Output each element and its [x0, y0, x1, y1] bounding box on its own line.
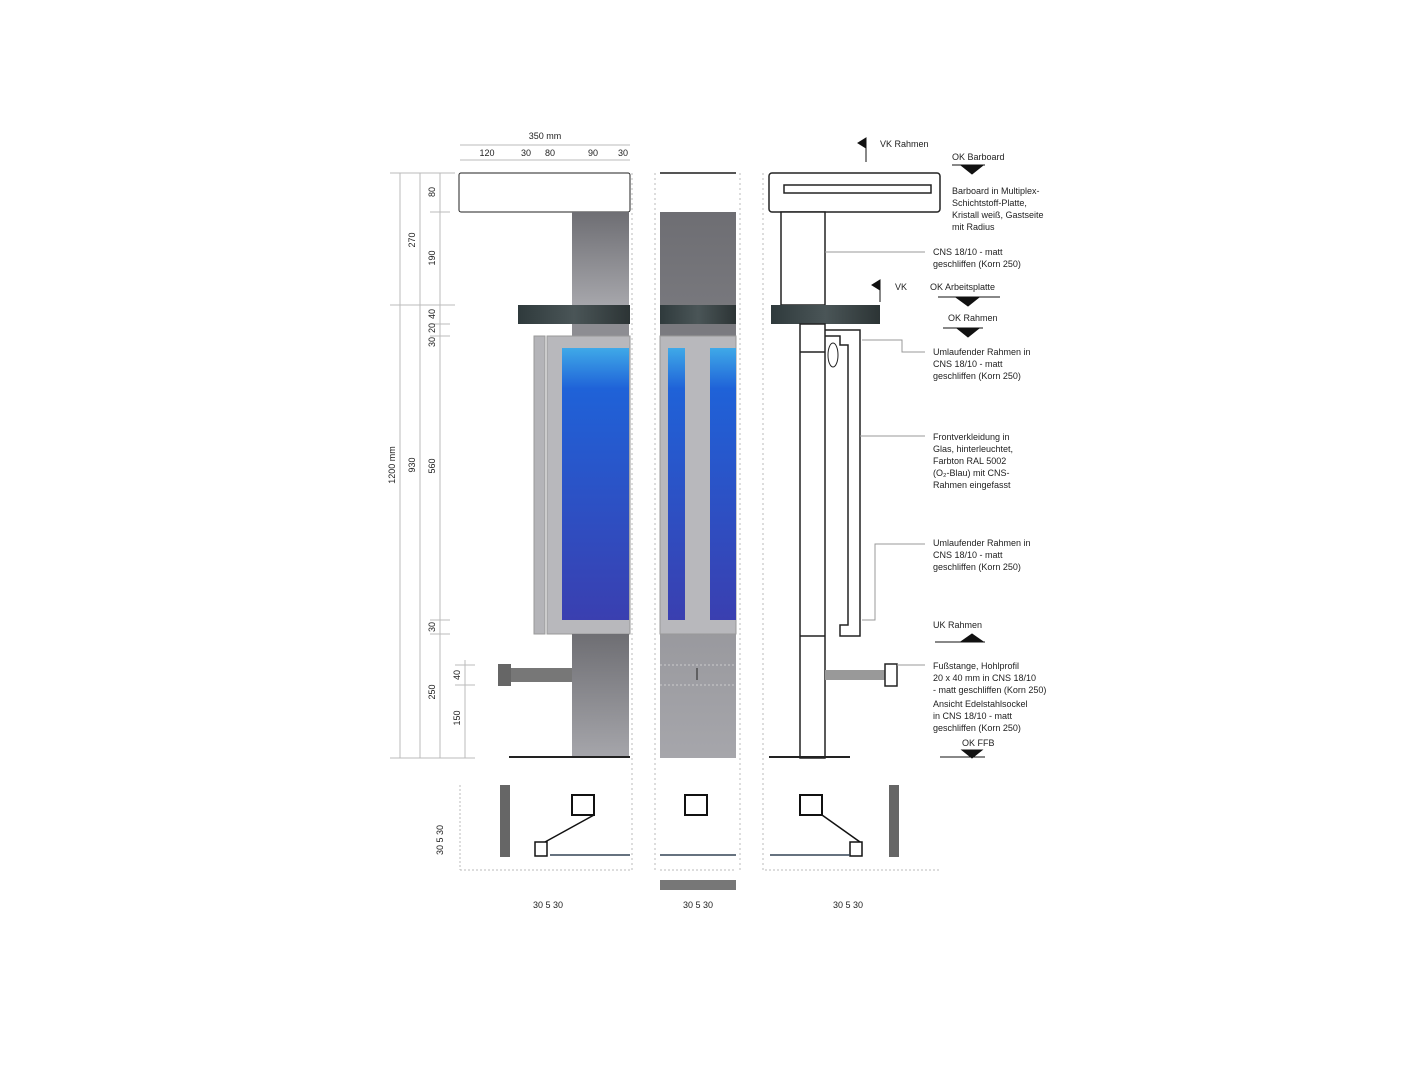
dim-foot-bar: 150	[452, 710, 462, 725]
barboard	[458, 172, 631, 213]
note-line: Ansicht Edelstahlsockel	[933, 699, 1028, 709]
note-line: geschliffen (Korn 250)	[933, 259, 1021, 269]
dim-height: 20	[427, 323, 437, 333]
note-line: in CNS 18/10 - matt	[933, 711, 1013, 721]
worktop	[518, 305, 630, 324]
front-view	[458, 172, 631, 758]
dim-height: 40	[427, 309, 437, 319]
dim-section-horizontal: 30 5 30	[533, 900, 563, 910]
note-line: CNS 18/10 - matt	[933, 247, 1003, 257]
dim-height: 560	[427, 458, 437, 473]
note-line: CNS 18/10 - matt	[933, 550, 1003, 560]
note-line: Schichtstoff-Platte,	[952, 198, 1027, 208]
foot-bar	[505, 668, 572, 682]
dim-height: 930	[407, 457, 417, 472]
note-line: Kristall weiß, Gastseite	[952, 210, 1044, 220]
dim-height: 190	[427, 250, 437, 265]
column	[572, 212, 629, 305]
note-line: geschliffen (Korn 250)	[933, 723, 1021, 733]
dim-height: 250	[427, 684, 437, 699]
dimension-labels: 350 mm 120 30 80 90 30 1200 mm 270 930 8…	[387, 131, 863, 910]
note-line: Glas, hinterleuchtet,	[933, 444, 1014, 454]
dim-section-horizontal: 30 5 30	[833, 900, 863, 910]
dim-section-vertical: 30 5 30	[435, 825, 445, 855]
note-line: Farbton RAL 5002	[933, 456, 1007, 466]
level-ok-barboard: OK Barboard	[952, 152, 1005, 162]
plan-sections	[500, 785, 899, 857]
level-uk-rahmen: UK Rahmen	[933, 620, 983, 630]
dimension-lines	[390, 144, 940, 871]
note-line: Rahmen eingefasst	[933, 480, 1011, 490]
dim-foot-bar: 40	[452, 670, 462, 680]
note-front-cladding: Frontverkleidung in Glas, hinterleuchtet…	[933, 431, 1013, 491]
level-vk: VK	[895, 282, 908, 292]
note-line: CNS 18/10 - matt	[933, 359, 1003, 369]
dim-width: 30	[521, 148, 531, 158]
dim-width: 90	[588, 148, 598, 158]
dim-height: 80	[427, 187, 437, 197]
note-line: Barboard in Multiplex-	[952, 186, 1040, 196]
note-line: - matt geschliffen (Korn 250)	[933, 685, 1047, 695]
level-ok-arbeitsplatte: OK Arbeitsplatte	[930, 282, 996, 292]
dim-total-width: 350 mm	[529, 131, 562, 141]
level-ok-rahmen: OK Rahmen	[948, 313, 998, 323]
side-view	[768, 172, 941, 759]
dim-total-height: 1200 mm	[387, 446, 397, 484]
note-line: (O₂-Blau) mit CNS-	[933, 468, 1010, 478]
note-line: 20 x 40 mm in CNS 18/10	[933, 673, 1037, 683]
dim-section-horizontal: 30 5 30	[683, 900, 713, 910]
dim-width: 120	[479, 148, 494, 158]
note-line: Fußstange, Hohlprofil	[933, 661, 1020, 671]
note-column: CNS 18/10 - matt geschliffen (Korn 250)	[933, 246, 1021, 270]
note-foot-bar: Fußstange, Hohlprofil 20 x 40 mm in CNS …	[933, 660, 1046, 696]
note-barboard: Barboard in Multiplex- Schichtstoff-Plat…	[952, 185, 1044, 233]
level-ok-ffb: OK FFB	[962, 738, 995, 748]
glass-front	[562, 348, 629, 620]
note-line: mit Radius	[952, 222, 995, 232]
note-line: Frontverkleidung in	[933, 432, 1010, 442]
dim-height: 270	[407, 232, 417, 247]
level-vk-rahmen: VK Rahmen	[880, 139, 929, 149]
middle-view	[659, 172, 737, 890]
dim-width: 30	[618, 148, 628, 158]
leader-lines	[825, 251, 925, 666]
note-line: Umlaufender Rahmen in	[933, 538, 1031, 548]
note-base: Ansicht Edelstahlsockel in CNS 18/10 - m…	[933, 698, 1028, 734]
base	[572, 634, 629, 758]
note-frame-bottom: Umlaufender Rahmen in CNS 18/10 - matt g…	[933, 537, 1031, 573]
note-line: geschliffen (Korn 250)	[933, 562, 1021, 572]
note-frame-top: Umlaufender Rahmen in CNS 18/10 - matt g…	[933, 346, 1031, 382]
dim-height: 30	[427, 337, 437, 347]
dim-width: 80	[545, 148, 555, 158]
note-line: geschliffen (Korn 250)	[933, 371, 1021, 381]
level-markers	[857, 137, 1000, 759]
dim-height: 30	[427, 622, 437, 632]
note-line: Umlaufender Rahmen in	[933, 347, 1031, 357]
